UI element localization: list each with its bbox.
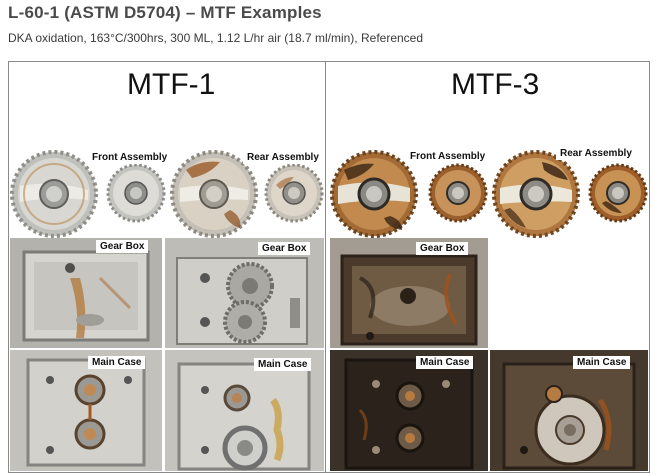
mtf3-gearbox-photo: [330, 238, 488, 348]
mtf1-rear-gear-large: [170, 150, 258, 238]
mtf3-rear-gear-small: [588, 163, 648, 223]
mtf3-maincase-label-left: Main Case: [416, 356, 474, 369]
mtf3-front-gear-large: [330, 150, 418, 238]
mtf1-title: MTF-1: [127, 68, 216, 101]
mtf3-gearbox-label: Gear Box: [416, 242, 469, 255]
mtf3-front-gear-small: [428, 163, 488, 223]
mtf1-gearbox-photo-right: [165, 238, 324, 348]
mtf3-maincase-photo-right: [490, 350, 648, 471]
mtf3-rear-gear-large: [492, 150, 580, 238]
mtf1-front-assembly-label: Front Assembly: [88, 151, 172, 164]
mtf3-maincase-photo-left: [330, 350, 488, 471]
mtf1-maincase-photo-left: [10, 350, 162, 471]
mtf1-gearbox-label-right: Gear Box: [258, 242, 311, 255]
page-title: L-60-1 (ASTM D5704) – MTF Examples: [8, 3, 322, 22]
mtf1-gearbox-label-left: Gear Box: [96, 240, 149, 253]
page-subtitle: DKA oxidation, 163°C/300hrs, 300 ML, 1.1…: [8, 31, 424, 45]
mtf1-gearbox-photo-left: [10, 238, 162, 348]
mtf1-rear-assembly-label: Rear Assembly: [243, 151, 323, 164]
mtf3-rear-assembly-label: Rear Assembly: [556, 147, 636, 160]
mtf1-rear-gear-small: [264, 163, 324, 223]
column-divider: [325, 61, 326, 473]
mtf3-maincase-label-right: Main Case: [573, 356, 631, 369]
mtf3-front-assembly-label: Front Assembly: [406, 150, 490, 163]
mtf3-title: MTF-3: [451, 68, 540, 101]
mtf1-maincase-label-left: Main Case: [88, 356, 146, 369]
mtf1-maincase-label-right: Main Case: [254, 358, 312, 371]
mtf1-front-gear-large: [10, 150, 98, 238]
mtf1-front-gear-small: [106, 163, 166, 223]
